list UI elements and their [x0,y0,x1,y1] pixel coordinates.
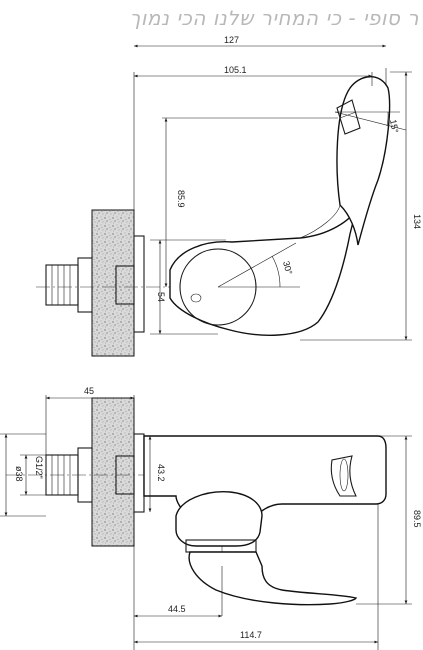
spout-top [336,76,391,246]
wall-flange-side [133,433,145,513]
outlet-top [336,99,361,135]
dim-handle-reach: 44.5 [168,604,186,614]
dim-body-height: 89.5 [412,510,422,528]
dim-spout-height: 85.9 [176,190,186,208]
dim-thread: G1/2" [34,456,44,479]
dim-height-overall: 134 [412,214,422,229]
watermark-banner: ר סופי - כי המחיר שלנו הכי נמוך [129,6,419,30]
inlet-fitting-top [45,264,79,306]
outlet-side [330,455,357,497]
wall-flange-top [133,235,145,333]
dim-handle-offset: 54 [156,292,166,302]
dim-spout-reach: 105.1 [224,65,247,75]
dim-flange-height: 43.2 [156,464,166,482]
handle-cap-side [175,491,263,547]
dim-overall-length: 114.7 [240,630,262,640]
side-view: 45 ø38 G1/2" 43.2 89.5 44.5 114.7 [0,386,422,650]
angle-handle: 30° [281,260,294,276]
handle-lever-side [188,551,358,606]
angle-outlet: 15° [388,119,400,135]
handle-lever-top [169,209,357,336]
top-view: 127 105.1 134 85.9 54 15° 30° [36,35,422,357]
dim-outer-diameter: ø38 [14,466,24,482]
dim-overall-width: 127 [224,35,239,45]
wall-section-top [91,209,135,357]
dim-wall-depth: 45 [84,386,94,396]
wall-section-side [91,397,135,547]
